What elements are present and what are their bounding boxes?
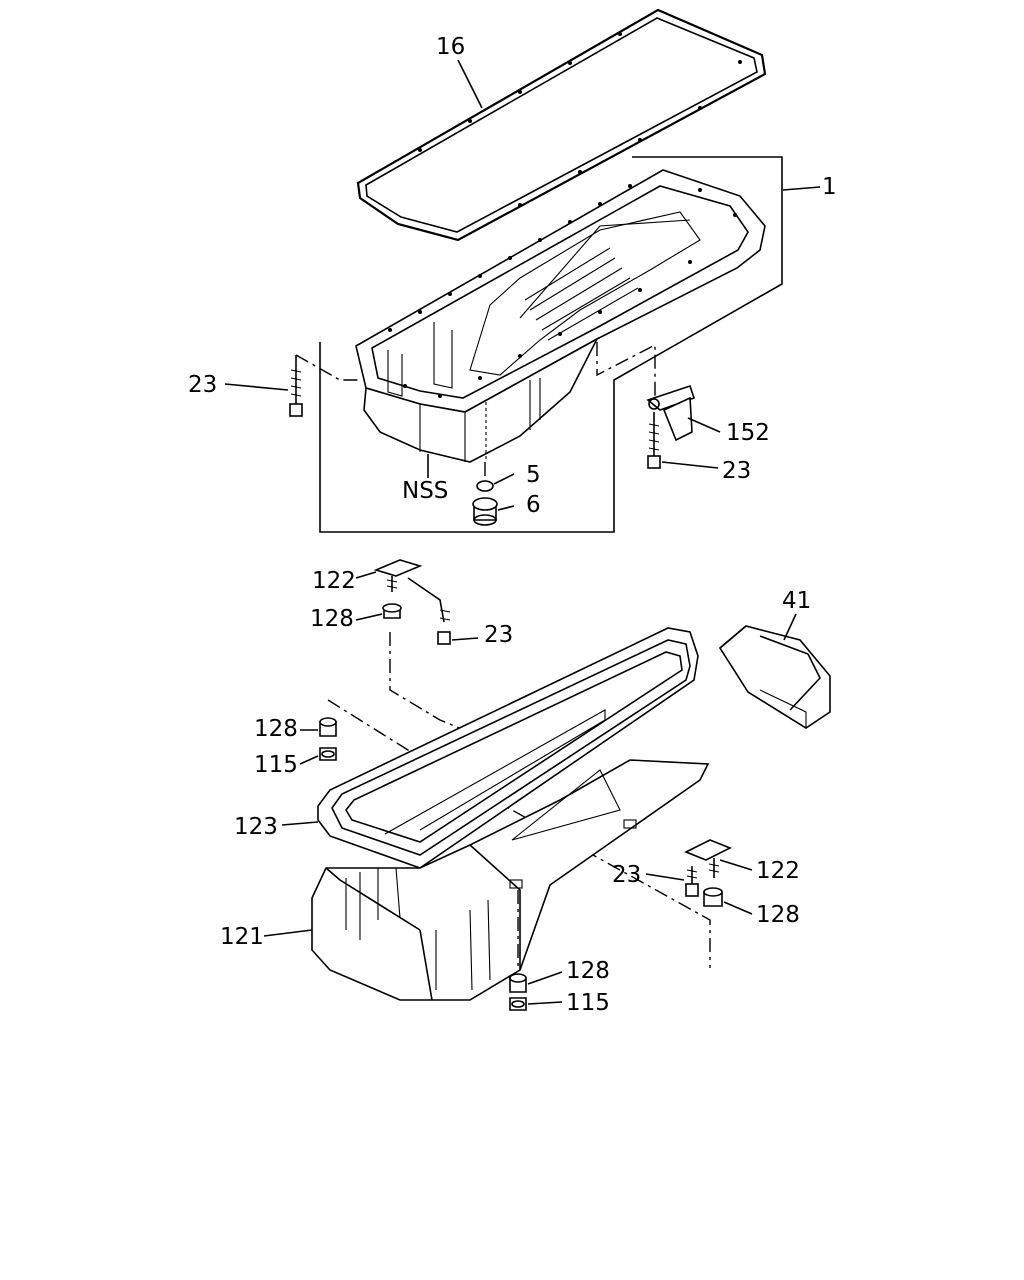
callout-23-mid: 23 — [484, 622, 513, 648]
upper-oil-pan-1[interactable] — [319, 156, 783, 533]
callout-5: 5 — [526, 462, 541, 488]
callout-128-bottom: 128 — [566, 958, 610, 984]
callout-122-upper: 122 — [312, 568, 356, 594]
callout-115-bottom: 115 — [566, 990, 610, 1016]
spacer-128-bottom[interactable] — [509, 890, 527, 993]
callout-128-upper: 128 — [310, 606, 354, 632]
gasket-16[interactable] — [356, 8, 767, 242]
callout-16: 16 — [436, 34, 465, 60]
callout-1: 1 — [822, 174, 837, 200]
callout-115-left: 115 — [254, 752, 298, 778]
gasket-bolt-holes — [418, 32, 742, 207]
callout-23-left: 23 — [188, 372, 217, 398]
bolt-23-left[interactable] — [289, 354, 360, 417]
callout-128-right: 128 — [756, 902, 800, 928]
nut-115-bottom[interactable] — [509, 997, 527, 1011]
callout-152: 152 — [726, 420, 770, 446]
callout-123: 123 — [234, 814, 278, 840]
lower-oil-pan-121[interactable] — [311, 759, 710, 1001]
callout-nss: NSS — [402, 478, 448, 504]
gasket-frame-123[interactable] — [317, 627, 699, 869]
callout-122-right: 122 — [756, 858, 800, 884]
clip-122-right[interactable] — [684, 839, 732, 878]
spacer-128-upper[interactable] — [382, 603, 402, 619]
baffle-41[interactable] — [718, 625, 831, 729]
spacer-128-left[interactable] — [319, 717, 337, 737]
spacer-128-right[interactable] — [703, 887, 723, 907]
leader-lines — [224, 59, 821, 1005]
bolt-23-right[interactable] — [647, 412, 661, 469]
nut-115-left[interactable] — [319, 747, 337, 761]
callout-23-right: 23 — [722, 458, 751, 484]
bolt-23-right-lower[interactable] — [685, 866, 699, 897]
bracket-152[interactable] — [596, 342, 696, 442]
callout-128-left: 128 — [254, 716, 298, 742]
callout-121: 121 — [220, 924, 264, 950]
clip-122-upper[interactable] — [373, 559, 423, 592]
callout-23-right-lower: 23 — [612, 862, 641, 888]
drain-plug-6[interactable] — [472, 497, 498, 526]
pan-bolt-holes — [388, 184, 737, 398]
washer-5[interactable] — [476, 462, 494, 492]
callout-6: 6 — [526, 492, 541, 518]
bolt-23-mid[interactable] — [407, 577, 451, 645]
callout-41: 41 — [782, 588, 811, 614]
